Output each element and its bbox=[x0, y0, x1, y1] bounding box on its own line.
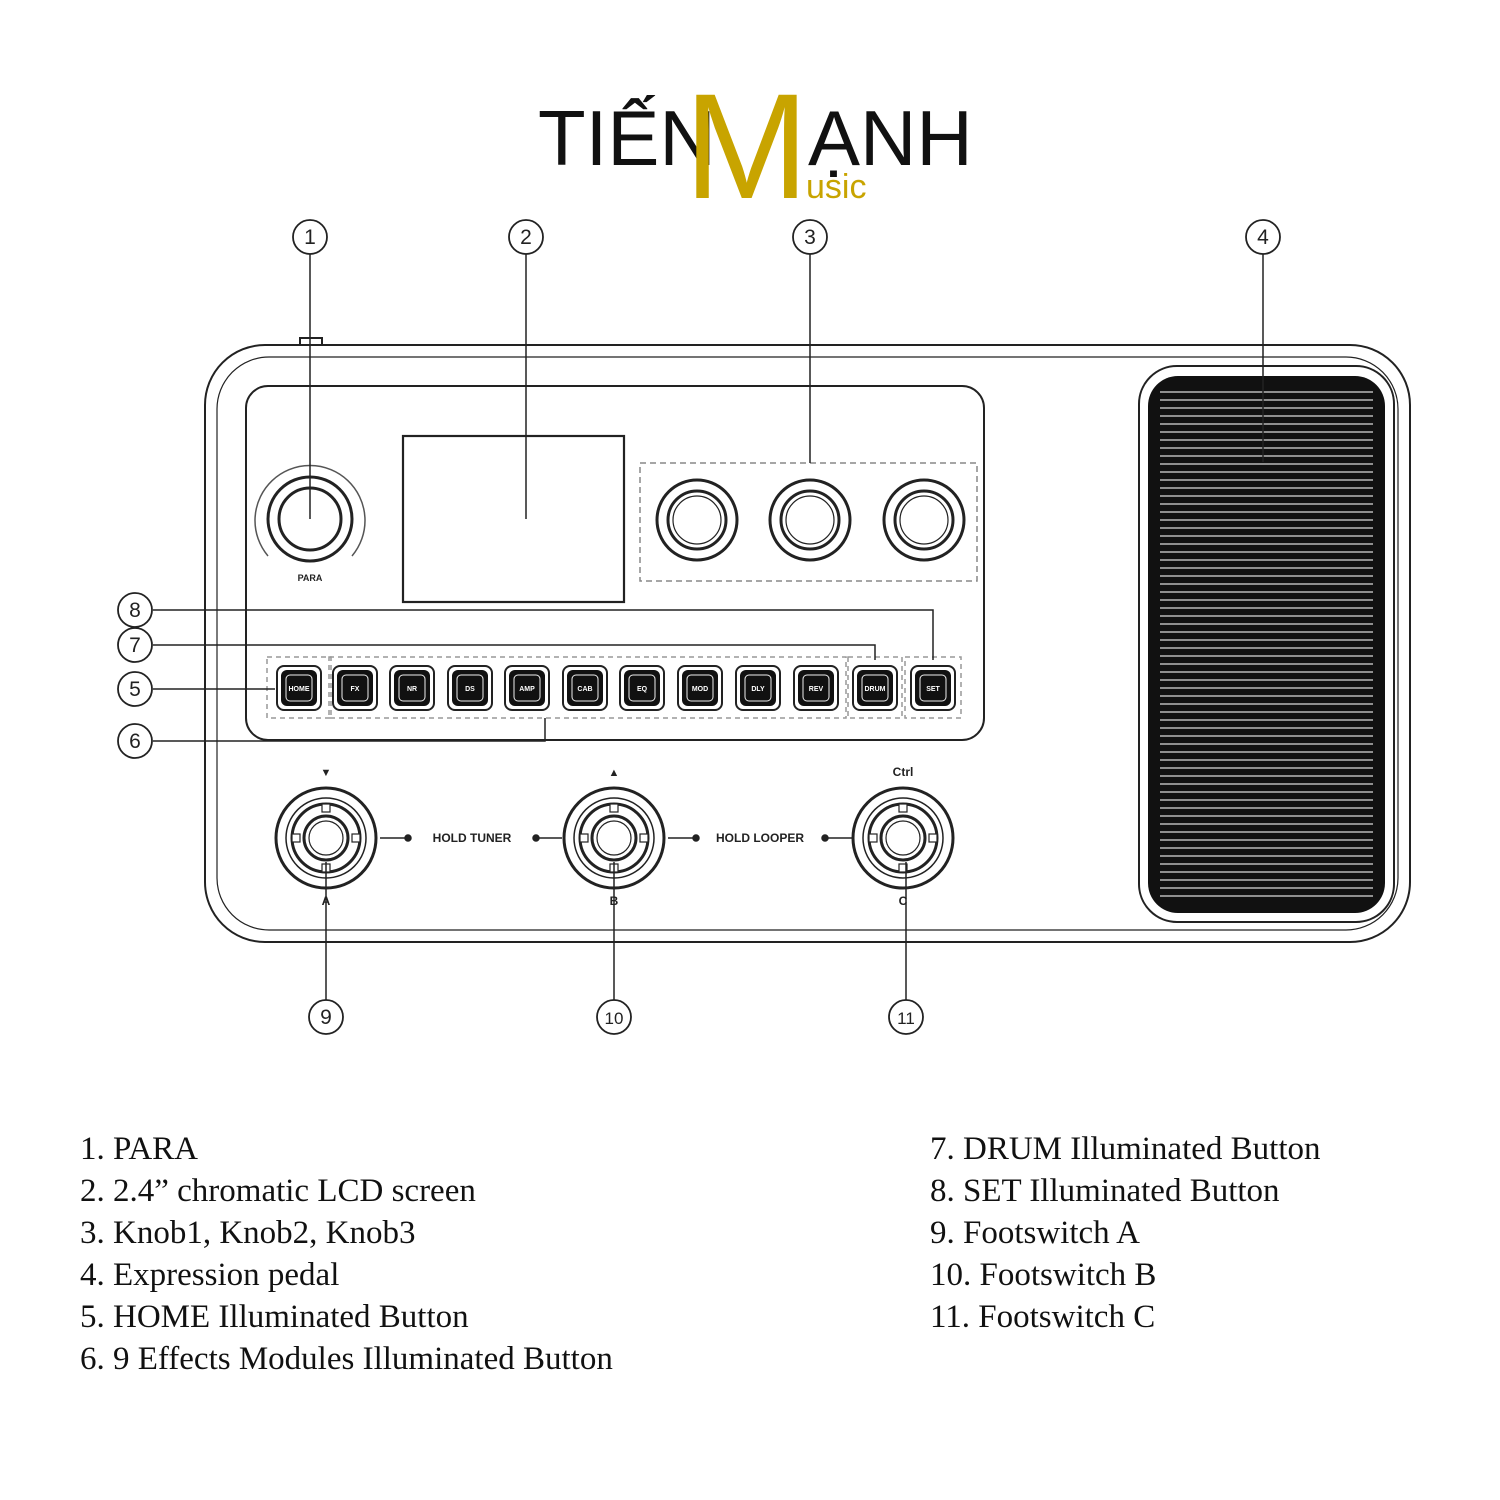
callout-3: 3 bbox=[792, 219, 828, 255]
callout-7: 7 bbox=[117, 627, 153, 663]
callout-number: 10 bbox=[605, 1009, 624, 1028]
legend-item: 8. SET Illuminated Button bbox=[930, 1173, 1280, 1209]
lcd-screen bbox=[401, 434, 626, 604]
callout-number: 4 bbox=[1257, 226, 1269, 249]
control-panel bbox=[245, 385, 985, 741]
button-amp[interactable]: AMP bbox=[504, 665, 550, 711]
legend-item: 3. Knob1, Knob2, Knob3 bbox=[80, 1215, 416, 1251]
button-label: AMP bbox=[519, 686, 535, 693]
callout-6: 6 bbox=[117, 723, 153, 759]
callout-2: 2 bbox=[508, 219, 544, 255]
button-dly[interactable]: DLY bbox=[735, 665, 781, 711]
footswitch-c-label: C bbox=[899, 894, 908, 908]
button-home[interactable]: HOME bbox=[276, 665, 322, 711]
button-label: DRUM bbox=[865, 686, 886, 693]
callout-11: 11 bbox=[888, 999, 924, 1035]
legend-item: 9. Footswitch A bbox=[930, 1215, 1140, 1251]
footswitch-b-top-label: ▲ bbox=[609, 767, 620, 779]
legend-item: 1. PARA bbox=[80, 1131, 198, 1167]
callout-5: 5 bbox=[117, 671, 153, 707]
legend-left: 1. PARA 2. 2.4” chromatic LCD screen 3. … bbox=[80, 1128, 613, 1380]
legend-item: 5. HOME Illuminated Button bbox=[80, 1299, 469, 1335]
logo-text-anh: ẠNH bbox=[808, 94, 973, 182]
callout-number: 2 bbox=[520, 226, 532, 249]
illuminated-buttons: HOME FX NR DS AMP CAB EQ MOD DLY REV DRUM SET bbox=[276, 665, 956, 711]
button-label: CAB bbox=[577, 686, 592, 693]
device-body bbox=[204, 344, 1411, 943]
button-label: MOD bbox=[692, 686, 708, 693]
button-label: SET bbox=[926, 686, 940, 693]
callout-9: 9 bbox=[308, 999, 344, 1035]
button-drum[interactable]: DRUM bbox=[852, 665, 898, 711]
callout-number: 8 bbox=[129, 599, 141, 622]
callout-number: 3 bbox=[804, 226, 816, 249]
button-fx[interactable]: FX bbox=[332, 665, 378, 711]
expression-pedal[interactable] bbox=[1138, 365, 1395, 923]
button-mod[interactable]: MOD bbox=[677, 665, 723, 711]
callout-number: 1 bbox=[304, 226, 316, 249]
legend-item: 6. 9 Effects Modules Illuminated Button bbox=[80, 1341, 613, 1377]
knob-3[interactable] bbox=[882, 478, 966, 562]
knob-1[interactable] bbox=[655, 478, 739, 562]
callout-number: 9 bbox=[320, 1006, 332, 1029]
button-label: HOME bbox=[289, 686, 310, 693]
brand-logo: TIẾN M ẠNH usic bbox=[538, 70, 973, 210]
button-nr[interactable]: NR bbox=[389, 665, 435, 711]
logo-letter-m: M bbox=[684, 70, 809, 210]
button-label: EQ bbox=[637, 686, 648, 693]
hold-looper-label: HOLD LOOPER bbox=[716, 831, 804, 845]
logo-text-tien: TIẾN bbox=[538, 94, 716, 182]
button-ds[interactable]: DS bbox=[447, 665, 493, 711]
legend-item: 7. DRUM Illuminated Button bbox=[930, 1131, 1321, 1167]
button-label: DLY bbox=[751, 686, 765, 693]
button-rev[interactable]: REV bbox=[793, 665, 839, 711]
button-eq[interactable]: EQ bbox=[619, 665, 665, 711]
legend-item: 10. Footswitch B bbox=[930, 1257, 1157, 1293]
callout-1: 1 bbox=[292, 219, 328, 255]
callout-10: 10 bbox=[596, 999, 632, 1035]
button-label: REV bbox=[809, 686, 824, 693]
hold-tuner-label: HOLD TUNER bbox=[433, 831, 512, 845]
callout-4: 4 bbox=[1245, 219, 1281, 255]
callout-8: 8 bbox=[117, 592, 153, 628]
legend-item: 11. Footswitch C bbox=[930, 1299, 1156, 1335]
button-label: NR bbox=[407, 686, 417, 693]
button-set[interactable]: SET bbox=[910, 665, 956, 711]
callout-number: 5 bbox=[129, 678, 141, 701]
footswitch-c[interactable] bbox=[851, 786, 955, 890]
legend-item: 4. Expression pedal bbox=[80, 1257, 340, 1293]
callout-number: 11 bbox=[897, 1009, 915, 1028]
callout-number: 6 bbox=[129, 730, 141, 753]
footswitch-a-top-label: ▼ bbox=[321, 767, 332, 779]
callout-number: 7 bbox=[129, 634, 141, 657]
button-label: FX bbox=[351, 686, 360, 693]
footswitch-c-top-label: Ctrl bbox=[893, 765, 914, 779]
logo-text-music: usic bbox=[806, 168, 866, 206]
legend-right: 7. DRUM Illuminated Button 8. SET Illumi… bbox=[930, 1128, 1321, 1338]
legend-item: 2. 2.4” chromatic LCD screen bbox=[80, 1173, 476, 1209]
para-label: PARA bbox=[298, 573, 323, 583]
knob-2[interactable] bbox=[768, 478, 852, 562]
button-cab[interactable]: CAB bbox=[562, 665, 608, 711]
button-label: DS bbox=[465, 686, 475, 693]
